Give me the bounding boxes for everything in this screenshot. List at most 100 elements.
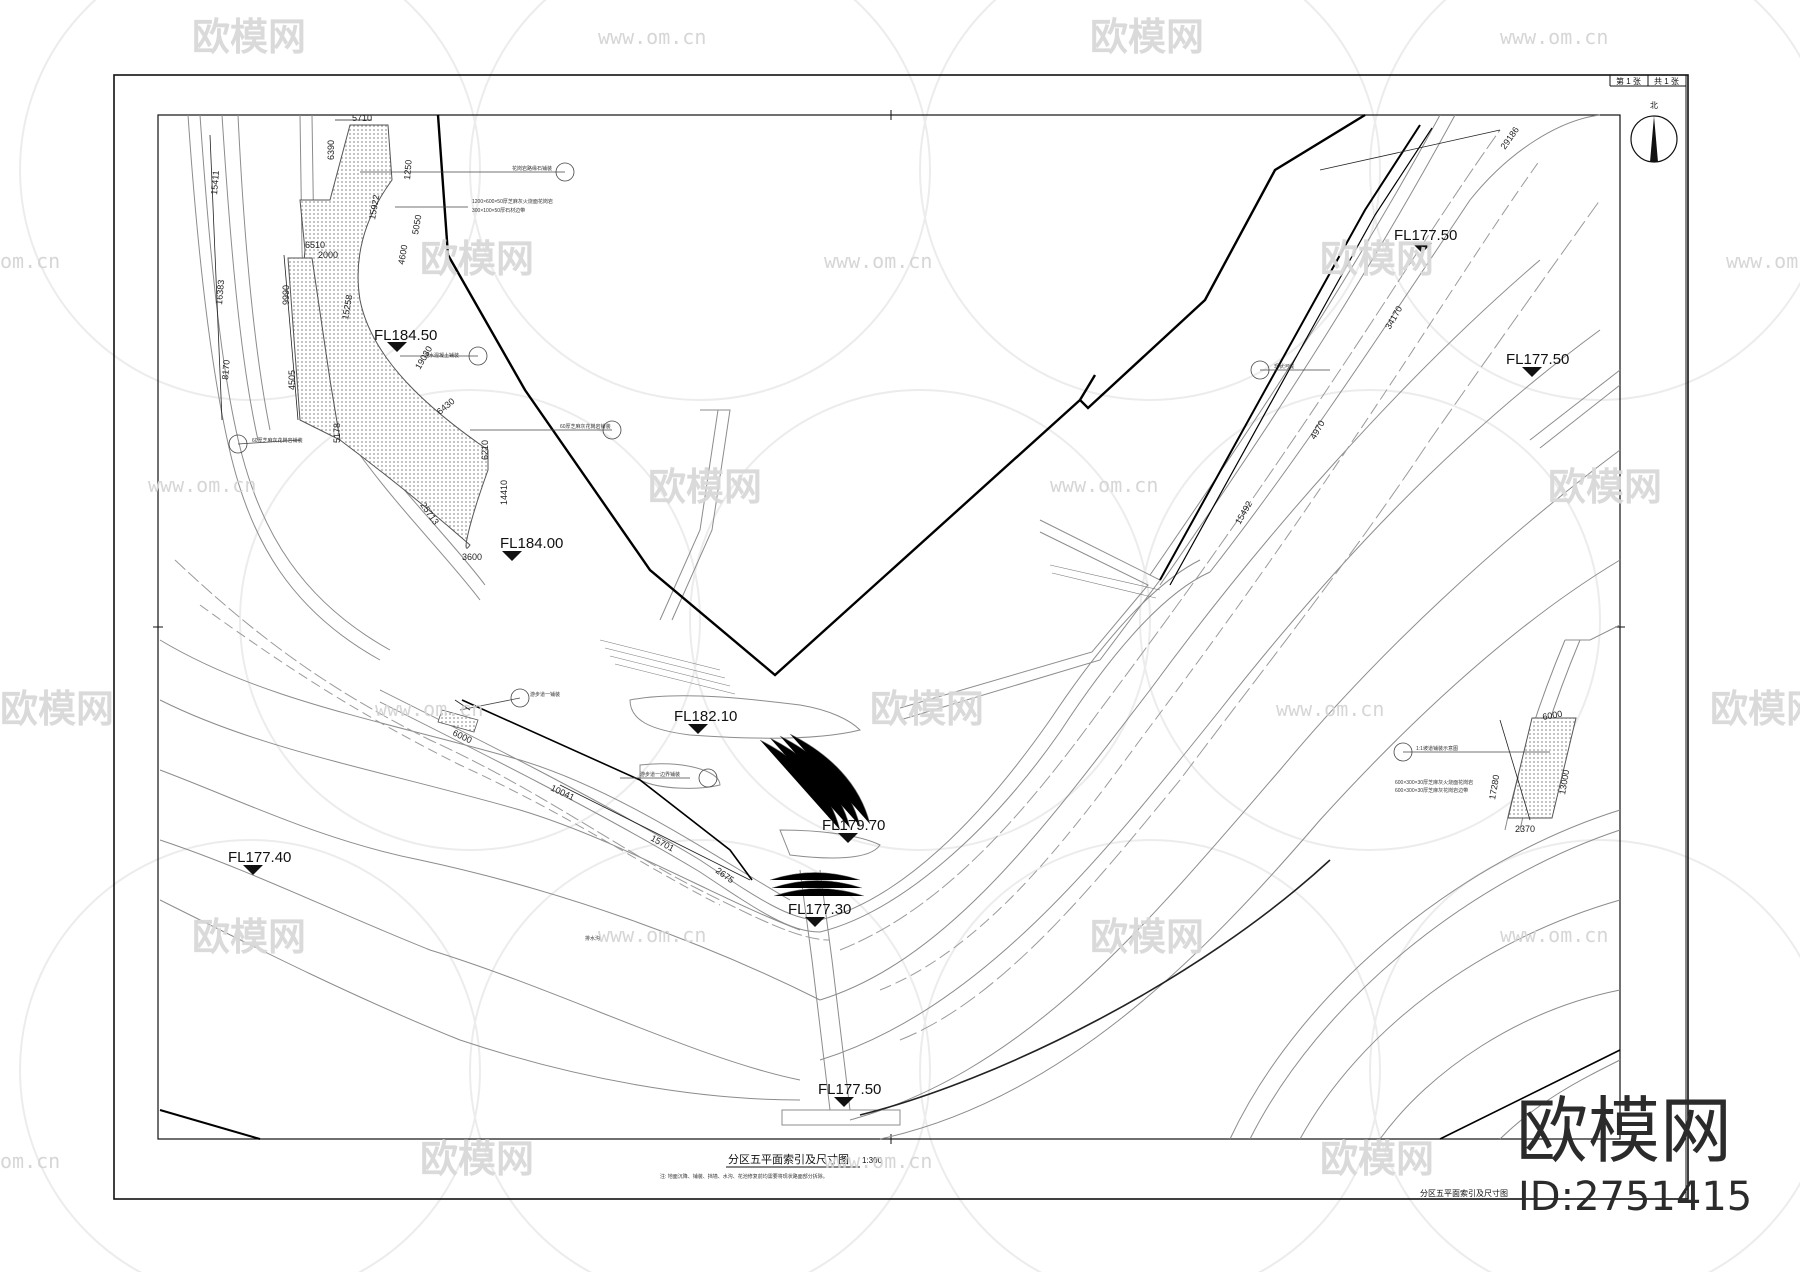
watermark-logo: 欧模网 <box>420 239 534 281</box>
brand-stamp: 欧模网 ID:2751415 <box>1516 1089 1752 1220</box>
dim-26: 34170 <box>1383 304 1404 331</box>
dim-17: 3600 <box>462 552 482 562</box>
stair-treads <box>599 564 1161 897</box>
watermark-logo: 欧模网 <box>192 17 306 59</box>
watermark-logo: 欧模网 <box>0 689 114 731</box>
dim-24: 2675 <box>714 865 736 885</box>
callout-stone-band: 300×100×50厚石材边带 <box>472 207 525 214</box>
elevation-label: FL177.50 <box>1506 351 1569 368</box>
dim-30: 17280 <box>1487 774 1501 800</box>
callout-drain: 排水沟 <box>585 935 600 942</box>
watermark-layer: 欧模网 欧模网 欧模网 欧模网 欧模网 欧模网 欧模网 欧模网 欧模网 欧模网 … <box>0 17 1800 1181</box>
elevation-marker: FL177.50 <box>1506 351 1569 377</box>
elevation-label: FL177.40 <box>228 849 291 866</box>
watermark-url: www.om.cn <box>1050 473 1158 497</box>
drawing-scale: 1:300 <box>862 1156 883 1165</box>
watermark-logo: 欧模网 <box>1090 17 1204 59</box>
brand-id: ID:2751415 <box>1518 1174 1752 1220</box>
watermark-logo: 欧模网 <box>192 917 306 959</box>
watermark-url: www.om.cn <box>1276 697 1384 721</box>
watermark-url: www.om.cn <box>824 1149 932 1173</box>
dim-29: 6000 <box>1542 709 1563 722</box>
hatched-plaza-left <box>287 257 341 441</box>
elevation-marker: FL184.00 <box>500 535 563 561</box>
dim-10: 4505 <box>287 370 297 390</box>
north-arrow-icon: 北 <box>1630 101 1678 163</box>
watermark-url: www.om.cn <box>375 697 483 721</box>
dim-6: 6510 <box>305 240 325 250</box>
dim-19: 16383 <box>214 279 226 305</box>
elevation-label: FL184.00 <box>500 535 563 552</box>
elevation-label: FL177.30 <box>788 901 851 918</box>
callout-ramp: 1:1坡道铺装示意图 <box>1416 745 1458 752</box>
watermark-logo: 欧模网 <box>1090 917 1204 959</box>
dim-1: 6390 <box>326 140 336 160</box>
dim-8: 9990 <box>281 285 291 305</box>
elevation-markers: FL184.50 FL184.00 FL182.10 FL179.70 FL17… <box>228 227 1569 1107</box>
dim-5: 4600 <box>396 244 409 265</box>
dim-27: 4970 <box>1308 419 1327 441</box>
dimension-lines <box>209 119 1531 881</box>
callout-permeable-concrete: 透水混凝土铺装 <box>424 352 459 359</box>
dim-12: 6430 <box>435 396 457 417</box>
dim-22: 10041 <box>549 783 576 803</box>
callout-existing-levee: 现状河堤 <box>1274 363 1294 370</box>
dim-3: 15922 <box>367 194 381 220</box>
watermark-logo: 欧模网 <box>1710 689 1800 731</box>
dim-9: 15258 <box>340 294 354 320</box>
drawing-title-text: 分区五平面索引及尺寸图 <box>728 1152 849 1166</box>
callout-granite-curb: 花岗岩路缘石铺装 <box>512 165 552 172</box>
brand-name: 欧模网 <box>1516 1089 1732 1173</box>
hatched-ramp-right <box>1507 717 1577 819</box>
drawing-title: 分区五平面索引及尺寸图 1:300 注: 地面沉降、铺装、挡墙、水沟、花池修复前… <box>660 1152 1508 1198</box>
watermark-url: www.om.cn <box>1500 923 1608 947</box>
elevation-label: FL177.50 <box>818 1081 881 1098</box>
callout-granite-paving: 1200×600×50厚芝麻灰火烧面花岗岩 <box>472 198 553 205</box>
dim-28: 15492 <box>1233 499 1254 526</box>
callout-granite-band: 600×300×30厚芝麻灰花岗岩边带 <box>1395 787 1468 794</box>
dim-2: 1250 <box>402 159 414 180</box>
watermark-logo: 欧模网 <box>648 467 762 509</box>
watermark-logo: 欧模网 <box>870 689 984 731</box>
dim-31: 13000 <box>1557 769 1571 795</box>
dim-13: 5178 <box>332 423 342 443</box>
drawing-note: 注: 地面沉降、铺装、挡墙、水沟、花池修复前均需要将现状路面部分拆除。 <box>660 1173 828 1180</box>
elevation-marker: FL182.10 <box>674 708 737 734</box>
elevation-marker: FL179.70 <box>822 817 885 843</box>
watermark-logo: 欧模网 <box>1320 1139 1434 1181</box>
dim-7: 2000 <box>318 250 338 260</box>
dim-4: 5050 <box>410 214 423 235</box>
callout-granite-600: 600×300×30厚芝麻灰火烧面花岗岩 <box>1395 779 1473 786</box>
rock-edging <box>174 129 1601 1041</box>
elevation-marker: FL177.30 <box>788 901 851 927</box>
hatched-path-strip <box>437 709 479 733</box>
dim-14: 6210 <box>480 440 490 460</box>
sheet-number: 第 1 张 <box>1616 76 1641 86</box>
callout-granite-60: 60厚芝麻灰花岗岩铺装 <box>560 423 611 430</box>
elevation-marker: FL177.50 <box>818 1081 881 1107</box>
elevation-marker: FL177.50 <box>1394 227 1457 253</box>
watermark-url: www.om.cn <box>1726 249 1800 273</box>
callout-granite-60-left: 60厚芝麻灰花岗岩铺装 <box>252 437 303 444</box>
callout-labels: 花岗岩路缘石铺装 1200×600×50厚芝麻灰火烧面花岗岩 300×100×5… <box>252 165 1473 942</box>
dim-16: 14410 <box>499 480 509 505</box>
watermark-url: www.om.cn <box>598 923 706 947</box>
elevation-label: FL182.10 <box>674 708 737 725</box>
watermark-url: om.cn <box>0 249 60 273</box>
outer-frame <box>113 74 1689 1200</box>
elevation-label: FL184.50 <box>374 327 437 344</box>
elevation-label: FL177.50 <box>1394 227 1457 244</box>
watermark-logo: 欧模网 <box>1548 467 1662 509</box>
dim-18: 15411 <box>209 170 221 195</box>
callout-leaders <box>228 162 1550 788</box>
side-title: 分区五平面索引及尺寸图 <box>1420 1188 1508 1198</box>
elevation-label: FL179.70 <box>822 817 885 834</box>
watermark-url: www.om.cn <box>824 249 932 273</box>
dim-0: 5710 <box>352 113 372 123</box>
dim-32: 2370 <box>1515 824 1535 834</box>
property-boundary <box>436 113 1366 677</box>
callout-footpath-edge: 游步道一边界铺装 <box>640 771 680 778</box>
sheet-total: 共 1 张 <box>1654 77 1679 86</box>
